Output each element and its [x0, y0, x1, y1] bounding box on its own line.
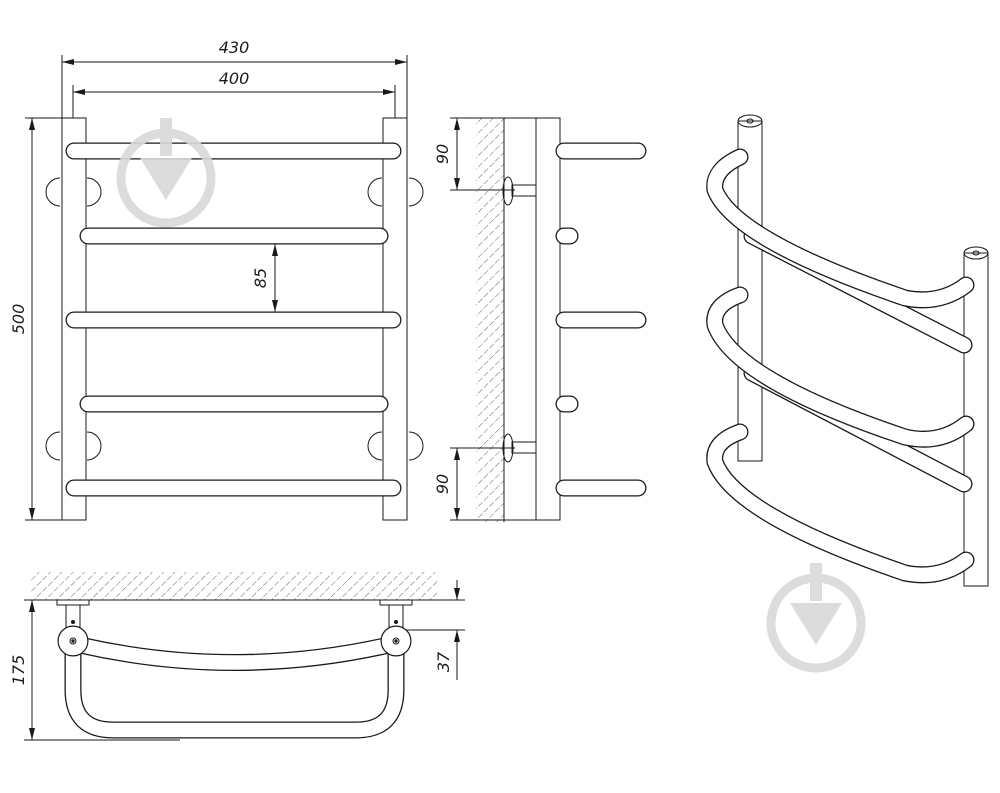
dimension-inner-width: 400 — [219, 69, 250, 88]
dimension-bottom-offset: 90 — [433, 474, 452, 494]
dimension-rail-spacing: 85 — [251, 268, 270, 288]
side-mount-bracket — [502, 176, 537, 463]
side-view: 90 90 — [433, 117, 647, 522]
dimension-mount-offset: 37 — [434, 651, 453, 672]
front-view: 430 400 500 85 — [9, 38, 424, 521]
iso-curved-rails — [706, 148, 975, 584]
download-arrow-icon — [766, 563, 866, 673]
dimension-depth: 175 — [9, 655, 28, 686]
wall-bracket — [45, 177, 424, 461]
isometric-view — [706, 114, 989, 587]
horizontal-rails — [65, 142, 402, 497]
wall-hatch — [476, 118, 504, 522]
side-rail-stubs — [555, 142, 647, 497]
top-view: 175 37 — [9, 572, 465, 741]
top-mount-bracket — [56, 599, 413, 628]
dimension-height: 500 — [9, 304, 28, 335]
download-arrow-icon — [116, 118, 216, 228]
wall-hatch-top — [30, 572, 438, 600]
dimension-overall-width: 430 — [219, 38, 250, 57]
dimension-top-offset: 90 — [433, 144, 452, 164]
